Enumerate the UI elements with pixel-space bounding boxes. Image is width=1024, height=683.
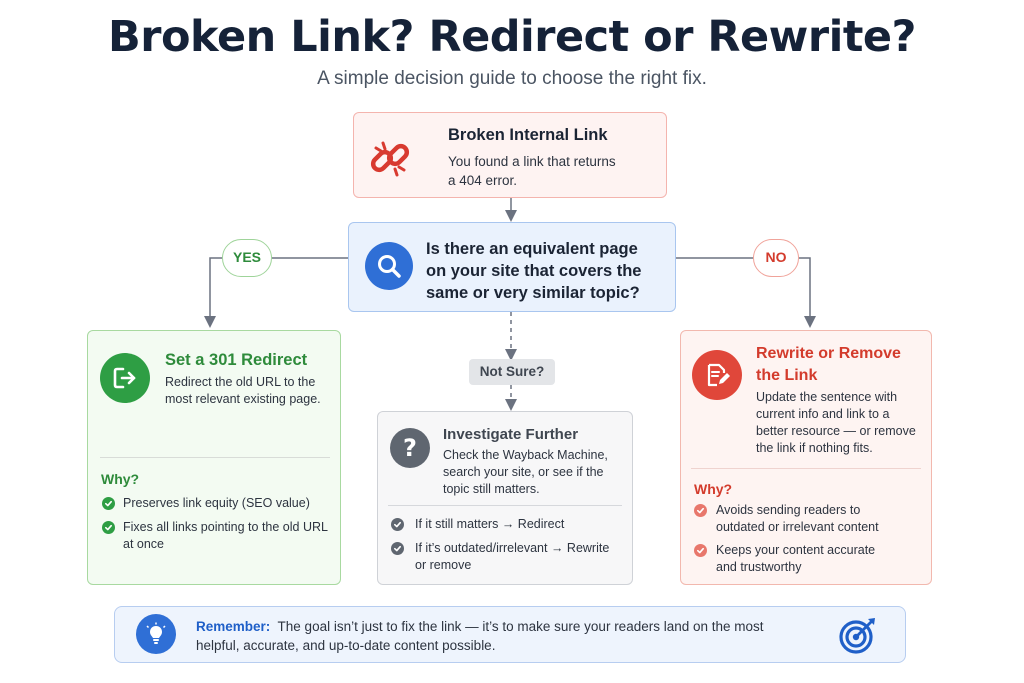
start-text-line2: a 404 error. bbox=[448, 173, 518, 188]
no-box-rewrite-remove: Rewrite or Remove the Link Update the se… bbox=[680, 330, 932, 585]
no-title-line2: the Link bbox=[756, 367, 818, 384]
page-subtitle: A simple decision guide to choose the ri… bbox=[317, 68, 707, 89]
no-why-heading: Why? bbox=[694, 481, 733, 497]
start-title: Broken Internal Link bbox=[448, 126, 608, 144]
check-icon bbox=[102, 521, 115, 534]
yes-item-2-line2: at once bbox=[123, 537, 165, 551]
yes-text-line2: most relevant existing page. bbox=[165, 392, 321, 406]
unsure-divider bbox=[388, 505, 622, 506]
no-text-line4: the link if nothing fits. bbox=[756, 441, 873, 455]
no-item-1-line2: outdated or irrelevant content bbox=[716, 520, 879, 534]
unsure-text-line1: Check the Wayback Machine, bbox=[443, 448, 608, 462]
yes-item-1: Preserves link equity (SEO value) bbox=[123, 496, 310, 510]
question-line3: same or very similar topic? bbox=[426, 284, 640, 302]
yes-branch-label: YES bbox=[222, 239, 272, 277]
question-mark-icon: ? bbox=[390, 428, 430, 468]
yes-why-heading: Why? bbox=[101, 471, 140, 487]
redirect-exit-icon bbox=[100, 353, 150, 403]
start-text-line1: You found a link that returns bbox=[448, 154, 616, 169]
unsure-text-line2: search your site, or see if the bbox=[443, 465, 604, 479]
question-line1: Is there an equivalent page bbox=[426, 240, 638, 258]
unsure-text-line3: topic still matters. bbox=[443, 482, 540, 496]
no-item-2-line2: and trustworthy bbox=[716, 560, 802, 574]
unsure-box-investigate: ? Investigate Further Check the Wayback … bbox=[377, 411, 633, 585]
check-icon bbox=[102, 497, 115, 510]
remember-line1: Remember: The goal isn’t just to fix the… bbox=[196, 617, 836, 636]
target-icon bbox=[838, 615, 878, 655]
yes-text-line1: Redirect the old URL to the bbox=[165, 375, 316, 389]
unsure-item-1: If it still matters → Redirect bbox=[415, 517, 565, 531]
question-box: Is there an equivalent page on your site… bbox=[348, 222, 676, 312]
no-branch-label: NO bbox=[753, 239, 799, 277]
not-sure-branch-label: Not Sure? bbox=[469, 359, 555, 385]
no-text-line3: better resource — or remove bbox=[756, 424, 916, 438]
page-title: Broken Link? Redirect or Rewrite? bbox=[108, 12, 916, 62]
no-text-line1: Update the sentence with bbox=[756, 390, 898, 404]
broken-chain-link-icon bbox=[366, 135, 414, 183]
no-title-line1: Rewrite or Remove bbox=[756, 345, 901, 362]
question-line2: on your site that covers the bbox=[426, 262, 642, 280]
lightbulb-icon bbox=[136, 614, 176, 654]
check-icon bbox=[391, 518, 404, 531]
remember-line2: helpful, accurate, and up-to-date conten… bbox=[196, 638, 496, 653]
remember-callout: Remember: The goal isn’t just to fix the… bbox=[114, 606, 906, 663]
unsure-item-2-line2: or remove bbox=[415, 558, 472, 572]
check-icon bbox=[391, 542, 404, 555]
check-icon bbox=[694, 544, 707, 557]
yes-item-2-line1: Fixes all links pointing to the old URL bbox=[123, 520, 328, 534]
yes-title: Set a 301 Redirect bbox=[165, 351, 308, 369]
remember-text: Remember: The goal isn’t just to fix the… bbox=[196, 617, 836, 655]
no-item-1-line1: Avoids sending readers to bbox=[716, 503, 861, 517]
remember-label: Remember: bbox=[196, 619, 271, 634]
yes-divider bbox=[100, 457, 330, 458]
check-icon bbox=[694, 504, 707, 517]
magnifier-icon bbox=[365, 242, 413, 290]
unsure-item-2-line1: If it’s outdated/irrelevant → Rewrite bbox=[415, 541, 610, 555]
no-item-2-line1: Keeps your content accurate bbox=[716, 543, 876, 557]
remember-line1-text: The goal isn’t just to fix the link — it… bbox=[277, 619, 764, 634]
no-text-line2: current info and link to a bbox=[756, 407, 890, 421]
start-box-broken-link: Broken Internal Link You found a link th… bbox=[353, 112, 667, 198]
question-text: Is there an equivalent page on your site… bbox=[426, 238, 666, 304]
unsure-title: Investigate Further bbox=[443, 426, 579, 443]
yes-box-301-redirect: Set a 301 Redirect Redirect the old URL … bbox=[87, 330, 341, 585]
no-divider bbox=[691, 468, 921, 469]
edit-document-icon bbox=[692, 350, 742, 400]
